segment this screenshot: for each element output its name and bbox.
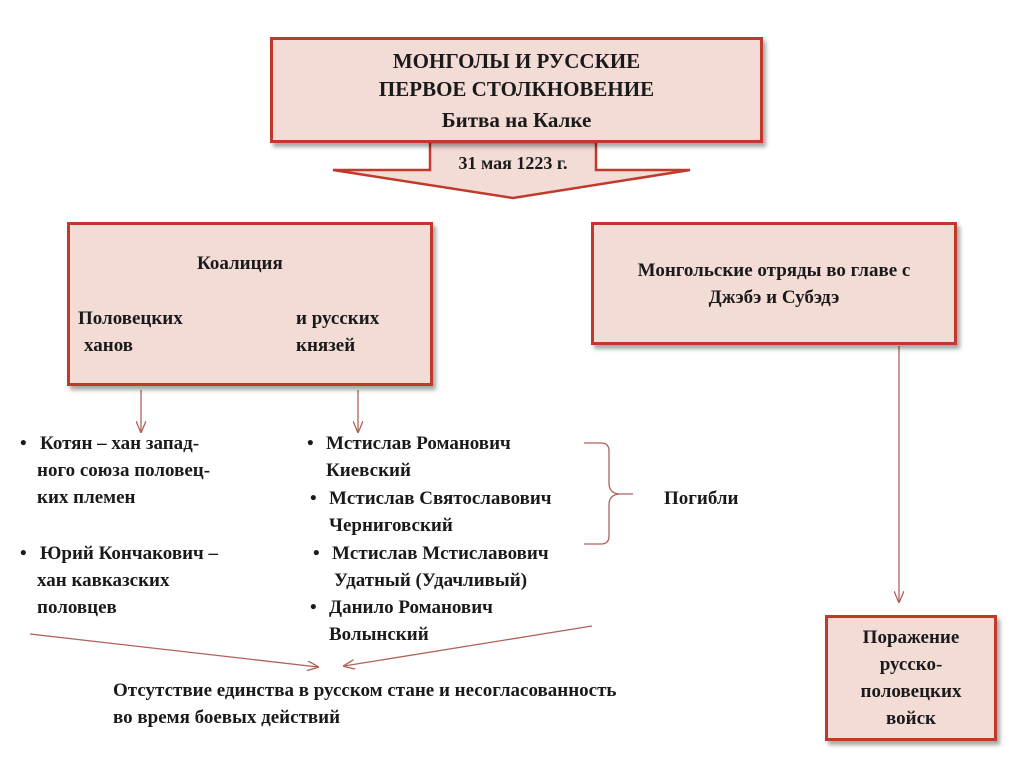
prince-4-line-2: Волынский — [329, 624, 429, 645]
conclusion-line-1: Отсутствие единства в русском стане и не… — [113, 680, 617, 701]
title-line-1: МОНГОЛЫ И РУССКИЕ — [392, 49, 641, 73]
prince-1-line-2: Киевский — [326, 460, 411, 481]
died-bracket — [584, 442, 633, 545]
khan-1-bullet: • — [20, 433, 27, 454]
prince-1-bullet: • — [307, 433, 314, 454]
defeat-line-3: половецких — [860, 681, 962, 702]
title-line-2: ПЕРВОЕ СТОЛКНОВЕНИЕ — [378, 77, 655, 101]
defeat-line-4: войск — [886, 708, 936, 729]
coalition-right-line-1: и русских — [296, 308, 380, 329]
conclusion-arrow-left — [29, 633, 318, 667]
defeat-line-2: русско- — [879, 654, 943, 675]
coalition-left-line-1: Половецких — [78, 308, 183, 329]
battle-date: 31 мая 1223 г. — [458, 153, 568, 173]
mongol-line-1: Монгольские отряды во главе с — [637, 260, 911, 281]
prince-3-bullet: • — [313, 543, 320, 564]
khan-2-bullet: • — [20, 543, 27, 564]
coalition-right-line-2: князей — [296, 335, 356, 356]
mongol-box — [591, 222, 957, 345]
khan-1-line-2: ного союза половец- — [37, 460, 211, 481]
defeat-box — [825, 615, 997, 741]
khan-1-line-3: ких племен — [37, 487, 136, 508]
title-box — [270, 37, 763, 143]
conclusion-arrow-right — [344, 625, 593, 666]
prince-1-line-1: Мстислав Романович — [326, 433, 511, 454]
khan-2-line-3: половцев — [37, 597, 117, 618]
coalition-box — [67, 222, 433, 386]
title-line-3: Битва на Калке — [441, 108, 592, 132]
khan-2-line-2: хан кавказских — [37, 570, 170, 591]
prince-4-line-1: Данило Романович — [329, 597, 493, 618]
prince-3-line-1: Мстислав Мстиславович — [332, 543, 549, 564]
prince-2-line-1: Мстислав Святославович — [329, 488, 552, 509]
mongol-line-2: Джэбэ и Субэдэ — [708, 287, 840, 308]
prince-2-bullet: • — [310, 488, 317, 509]
coalition-left-line-2: ханов — [84, 335, 133, 356]
conclusion-line-2: во время боевых действий — [113, 707, 341, 728]
khan-2-line-1: Юрий Кончакович – — [40, 543, 218, 564]
prince-2-line-2: Черниговский — [329, 515, 453, 536]
khan-1-line-1: Котян – хан запад- — [40, 433, 200, 454]
date-arrow — [332, 140, 691, 200]
prince-3-line-2: Удатный (Удачливый) — [334, 570, 528, 591]
defeat-line-1: Поражение — [862, 627, 960, 648]
prince-4-bullet: • — [310, 597, 317, 618]
coalition-heading: Коалиция — [197, 253, 283, 274]
died-label: Погибли — [664, 488, 739, 509]
